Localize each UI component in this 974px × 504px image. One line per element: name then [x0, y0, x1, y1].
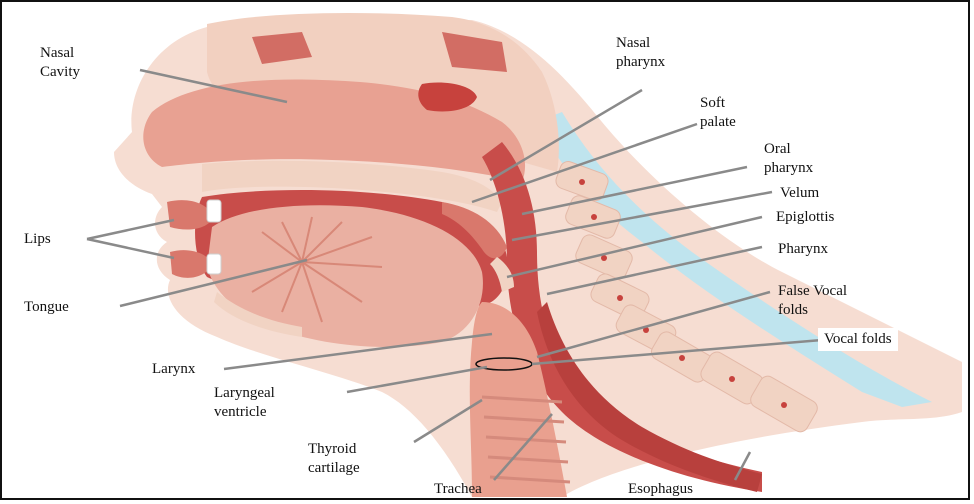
label-false-vocal-folds: False Vocal folds — [778, 282, 898, 320]
label-nasal-cavity-line2: Cavity — [40, 63, 160, 82]
label-false-vocal-folds-line1: False Vocal — [778, 282, 898, 301]
label-oral-pharynx-line2: pharynx — [764, 159, 884, 178]
label-velum: Velum — [780, 184, 819, 203]
label-epiglottis: Epiglottis — [776, 208, 834, 227]
label-laryngeal-ventricle-line2: ventricle — [214, 403, 334, 422]
label-pharynx: Pharynx — [778, 240, 828, 259]
label-vocal-folds: Vocal folds — [818, 328, 898, 351]
label-larynx: Larynx — [152, 360, 195, 379]
label-nasal-pharynx-line1: Nasal — [616, 34, 736, 53]
label-nasal-pharynx-line2: pharynx — [616, 53, 736, 72]
label-tongue: Tongue — [24, 298, 69, 317]
label-laryngeal-ventricle-line1: Laryngeal — [214, 384, 334, 403]
label-soft-palate-line1: Soft — [700, 94, 820, 113]
upper-teeth — [207, 200, 221, 222]
label-nasal-pharynx: Nasal pharynx — [616, 34, 736, 72]
label-soft-palate: Soft palate — [700, 94, 820, 132]
label-esophagus: Esophagus — [628, 480, 693, 499]
label-laryngeal-ventricle: Laryngeal ventricle — [214, 384, 334, 422]
label-nasal-cavity: Nasal Cavity — [40, 44, 160, 82]
label-oral-pharynx: Oral pharynx — [764, 140, 884, 178]
label-false-vocal-folds-line2: folds — [778, 301, 898, 320]
label-oral-pharynx-line1: Oral — [764, 140, 884, 159]
label-nasal-cavity-line1: Nasal — [40, 44, 160, 63]
label-lips: Lips — [24, 230, 51, 249]
label-thyroid-cartilage-line2: cartilage — [308, 459, 428, 478]
label-thyroid-cartilage: Thyroid cartilage — [308, 440, 428, 478]
label-soft-palate-line2: palate — [700, 113, 820, 132]
label-thyroid-cartilage-line1: Thyroid — [308, 440, 428, 459]
label-trachea: Trachea — [434, 480, 482, 499]
lower-teeth — [207, 254, 221, 274]
